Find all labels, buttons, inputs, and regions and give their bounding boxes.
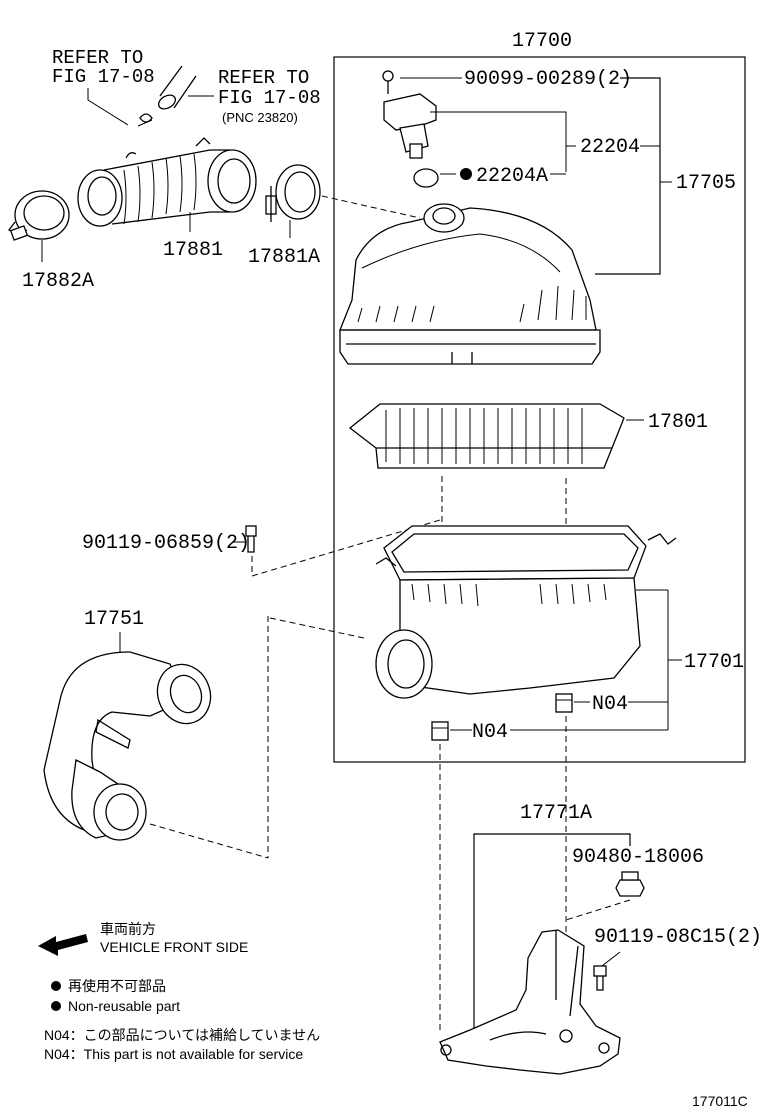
dash-duct-bottom bbox=[149, 823, 269, 859]
ref-a-leader bbox=[87, 88, 129, 126]
legend-dot-1 bbox=[51, 981, 61, 991]
label-n04-a: N04 bbox=[592, 693, 628, 716]
assembly-box-17700 bbox=[333, 56, 746, 763]
label-17881a: 17881A bbox=[248, 246, 320, 269]
clamp-17881a-icon bbox=[265, 164, 321, 222]
leader-22204 bbox=[430, 111, 576, 147]
air-cleaner-case-17701-icon bbox=[375, 525, 677, 699]
ref-b-line2: FIG 17-08 bbox=[218, 87, 321, 109]
legend-nonreuse-en: Non-reusable part bbox=[68, 998, 180, 1014]
intake-duct-17751-icon bbox=[43, 651, 212, 841]
grommet-90480-icon bbox=[615, 871, 645, 897]
bracket-90099-17705 bbox=[595, 77, 661, 275]
ref-hose-icon bbox=[137, 65, 197, 127]
legend-direction-en: VEHICLE FRONT SIDE bbox=[100, 939, 248, 955]
oring-22204a-icon bbox=[413, 168, 439, 188]
air-cleaner-cap-icon bbox=[339, 203, 601, 365]
grommet-n04-a-icon bbox=[555, 693, 573, 713]
bolt-90099-icon bbox=[382, 70, 394, 94]
label-17705: 17705 bbox=[676, 172, 736, 195]
dash-hose-to-cover bbox=[321, 195, 421, 219]
legend-n04-en: N04：This part is not available for servi… bbox=[44, 1046, 303, 1062]
label-17771a: 17771A bbox=[520, 802, 592, 825]
label-n04-b: N04 bbox=[472, 721, 508, 744]
ref-a-line2: FIG 17-08 bbox=[52, 66, 155, 88]
label-90119-06859: 90119-06859(2) bbox=[82, 532, 250, 555]
grommet-n04-b-icon bbox=[431, 721, 449, 741]
label-22204a: 22204A bbox=[476, 165, 548, 188]
vehicle-front-arrow-icon bbox=[38, 934, 88, 956]
ref-a-line1: REFER TO bbox=[52, 47, 143, 69]
legend-n04-jp: N04：この部品については補給していません bbox=[44, 1027, 320, 1043]
bolt-90119-06859-icon bbox=[245, 525, 257, 553]
ref-b-pnc: (PNC 23820) bbox=[222, 110, 298, 125]
bolt-90119-08c15-icon bbox=[593, 965, 607, 991]
label-17701: 17701 bbox=[684, 651, 744, 674]
label-17700: 17700 bbox=[512, 30, 572, 53]
intake-hose-17881-icon bbox=[77, 137, 257, 227]
label-90480: 90480-18006 bbox=[572, 846, 704, 869]
dash-duct-to-case bbox=[269, 617, 365, 639]
dash-bolt-to-case bbox=[251, 519, 441, 577]
label-90099: 90099-00289(2) bbox=[464, 68, 632, 91]
clamp-17882a-icon bbox=[8, 190, 70, 241]
figure-id: 177011C bbox=[692, 1093, 748, 1109]
legend-direction-jp: 車両前方 bbox=[100, 921, 156, 937]
bracket-17771a bbox=[473, 833, 631, 1032]
legend-nonreuse-jp: 再使用不可部品 bbox=[68, 978, 166, 994]
label-22204: 22204 bbox=[580, 136, 640, 159]
label-17751: 17751 bbox=[84, 608, 144, 631]
label-90119-08c15: 90119-08C15(2) bbox=[594, 926, 760, 949]
filter-element-17801-icon bbox=[348, 403, 625, 469]
bracket-17771a-icon bbox=[439, 929, 621, 1075]
label-17882a: 17882A bbox=[22, 270, 94, 293]
nonreuse-dot-22204a bbox=[460, 168, 472, 180]
dash-90480 bbox=[565, 899, 631, 921]
ref-b-line1: REFER TO bbox=[218, 67, 309, 89]
airflow-sensor-22204-icon bbox=[383, 93, 437, 159]
legend-dot-2 bbox=[51, 1001, 61, 1011]
label-17881: 17881 bbox=[163, 239, 223, 262]
label-17801: 17801 bbox=[648, 411, 708, 434]
leader-90119-08c15 bbox=[601, 951, 621, 967]
